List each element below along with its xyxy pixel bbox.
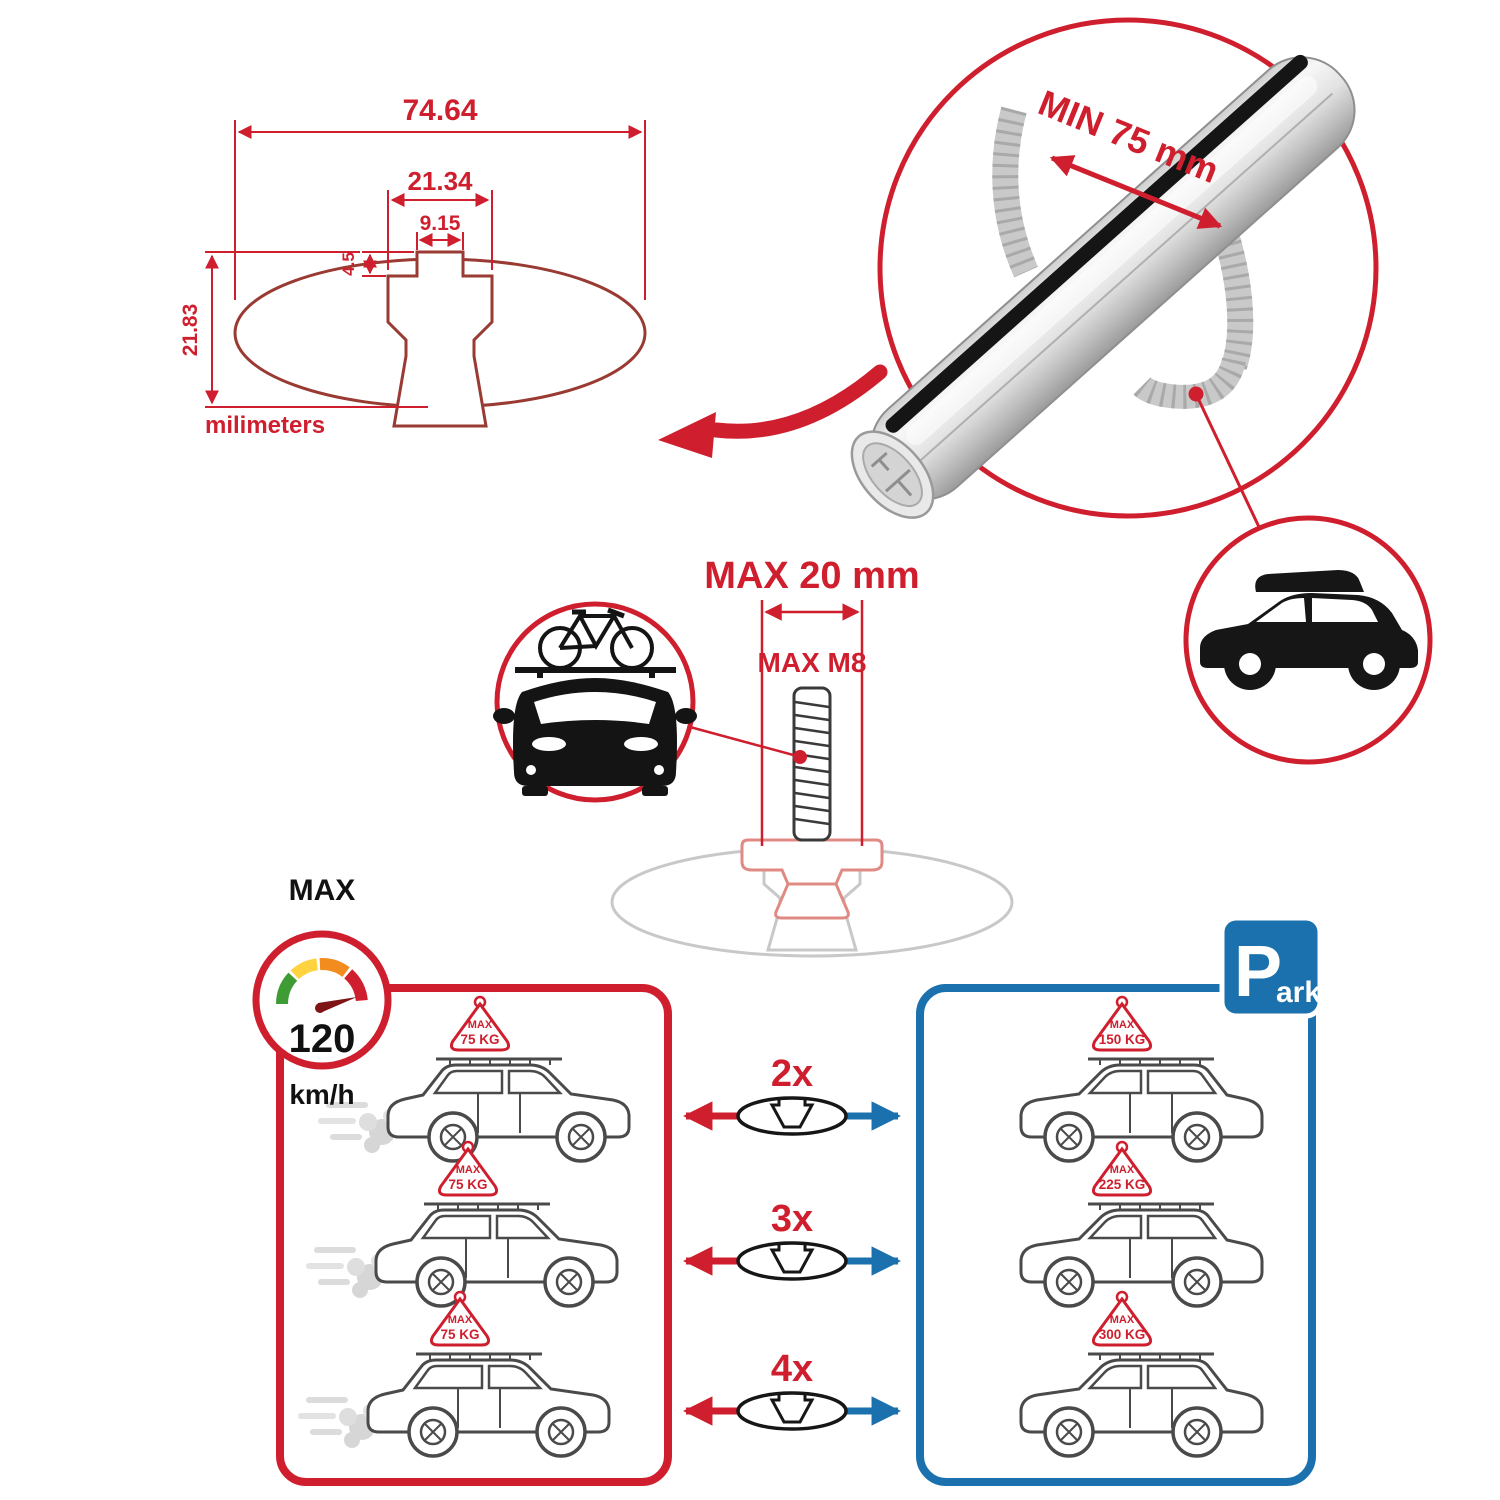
park-sign: P ark bbox=[1219, 915, 1323, 1019]
speed-units: km/h bbox=[289, 1079, 354, 1110]
suv-silhouette bbox=[1200, 570, 1418, 690]
dim-channel-width: 21.34 bbox=[407, 166, 473, 196]
load-sign-title: MAX bbox=[456, 1164, 481, 1176]
threaded-bolt bbox=[792, 686, 832, 842]
load-sign-title: MAX bbox=[1110, 1164, 1135, 1176]
load-sign-value: 75 KG bbox=[460, 1032, 499, 1047]
load-sign-value: 300 KG bbox=[1099, 1327, 1146, 1342]
bolt-max-width-label: MAX 20 mm bbox=[704, 555, 919, 597]
load-sign-title: MAX bbox=[468, 1019, 493, 1031]
strap-below-bar bbox=[1133, 356, 1246, 409]
load-sign-value: 150 KG bbox=[1099, 1032, 1146, 1047]
park-sign-suffix: ark bbox=[1276, 976, 1321, 1009]
quantity-row-2x: 2x bbox=[683, 1053, 901, 1136]
load-sign-title: MAX bbox=[1110, 1314, 1135, 1326]
quantity-label: 2x bbox=[771, 1053, 813, 1095]
bar-detail-circle: MIN 75 mm bbox=[850, 17, 1379, 528]
t-slot-profile bbox=[386, 250, 494, 428]
zoom-arrow bbox=[658, 364, 888, 458]
load-sign-title: MAX bbox=[448, 1314, 473, 1326]
dim-lip-depth: 4.5 bbox=[339, 252, 358, 276]
bar-section-icon bbox=[736, 1096, 848, 1136]
suv-circle bbox=[1183, 515, 1433, 765]
dim-total-width: 74.64 bbox=[402, 94, 477, 127]
quantity-row-3x: 3x bbox=[683, 1198, 901, 1281]
dim-opening-width: 9.15 bbox=[420, 212, 461, 235]
ghost-slot bbox=[762, 852, 862, 952]
bolt-callout-dot bbox=[793, 750, 807, 764]
load-sign-value: 225 KG bbox=[1099, 1177, 1146, 1192]
gauge-needle bbox=[318, 997, 357, 1013]
bolt-dimension bbox=[760, 600, 864, 846]
speed-max-label: MAX bbox=[289, 874, 356, 907]
speed-value: 120 bbox=[289, 1017, 356, 1061]
car-front-callout-line bbox=[689, 725, 798, 758]
speed-limit-gauge: MAX 120 km/h bbox=[252, 874, 392, 1110]
car-front-circle bbox=[493, 601, 798, 803]
park-sign-letter: P bbox=[1234, 932, 1282, 1012]
quantity-row-4x: 4x bbox=[683, 1348, 901, 1431]
load-sign-title: MAX bbox=[1110, 1019, 1135, 1031]
quantity-label: 4x bbox=[771, 1348, 813, 1390]
bolt-diagram: MAX 20 mm MAX M8 bbox=[610, 555, 1014, 958]
bar-section-icon bbox=[736, 1391, 848, 1431]
min-span-arrow bbox=[1049, 155, 1223, 229]
bolt-max-thread-label: MAX M8 bbox=[758, 647, 867, 678]
bar-section-icon bbox=[736, 1241, 848, 1281]
car-front-silhouette bbox=[493, 667, 697, 796]
units-label: milimeters bbox=[205, 412, 325, 439]
load-sign-value: 75 KG bbox=[448, 1177, 487, 1192]
dimension-lines bbox=[205, 120, 646, 408]
t-adapter bbox=[740, 838, 884, 920]
cross-section-drawing: 74.64 21.34 9.15 4.5 21.83 milimeters bbox=[179, 94, 647, 439]
dim-total-height: 21.83 bbox=[179, 304, 202, 357]
load-sign-value: 75 KG bbox=[440, 1327, 479, 1342]
quantity-label: 3x bbox=[771, 1198, 813, 1240]
callout-line bbox=[1194, 393, 1261, 528]
gauge-arcs bbox=[276, 958, 368, 1005]
